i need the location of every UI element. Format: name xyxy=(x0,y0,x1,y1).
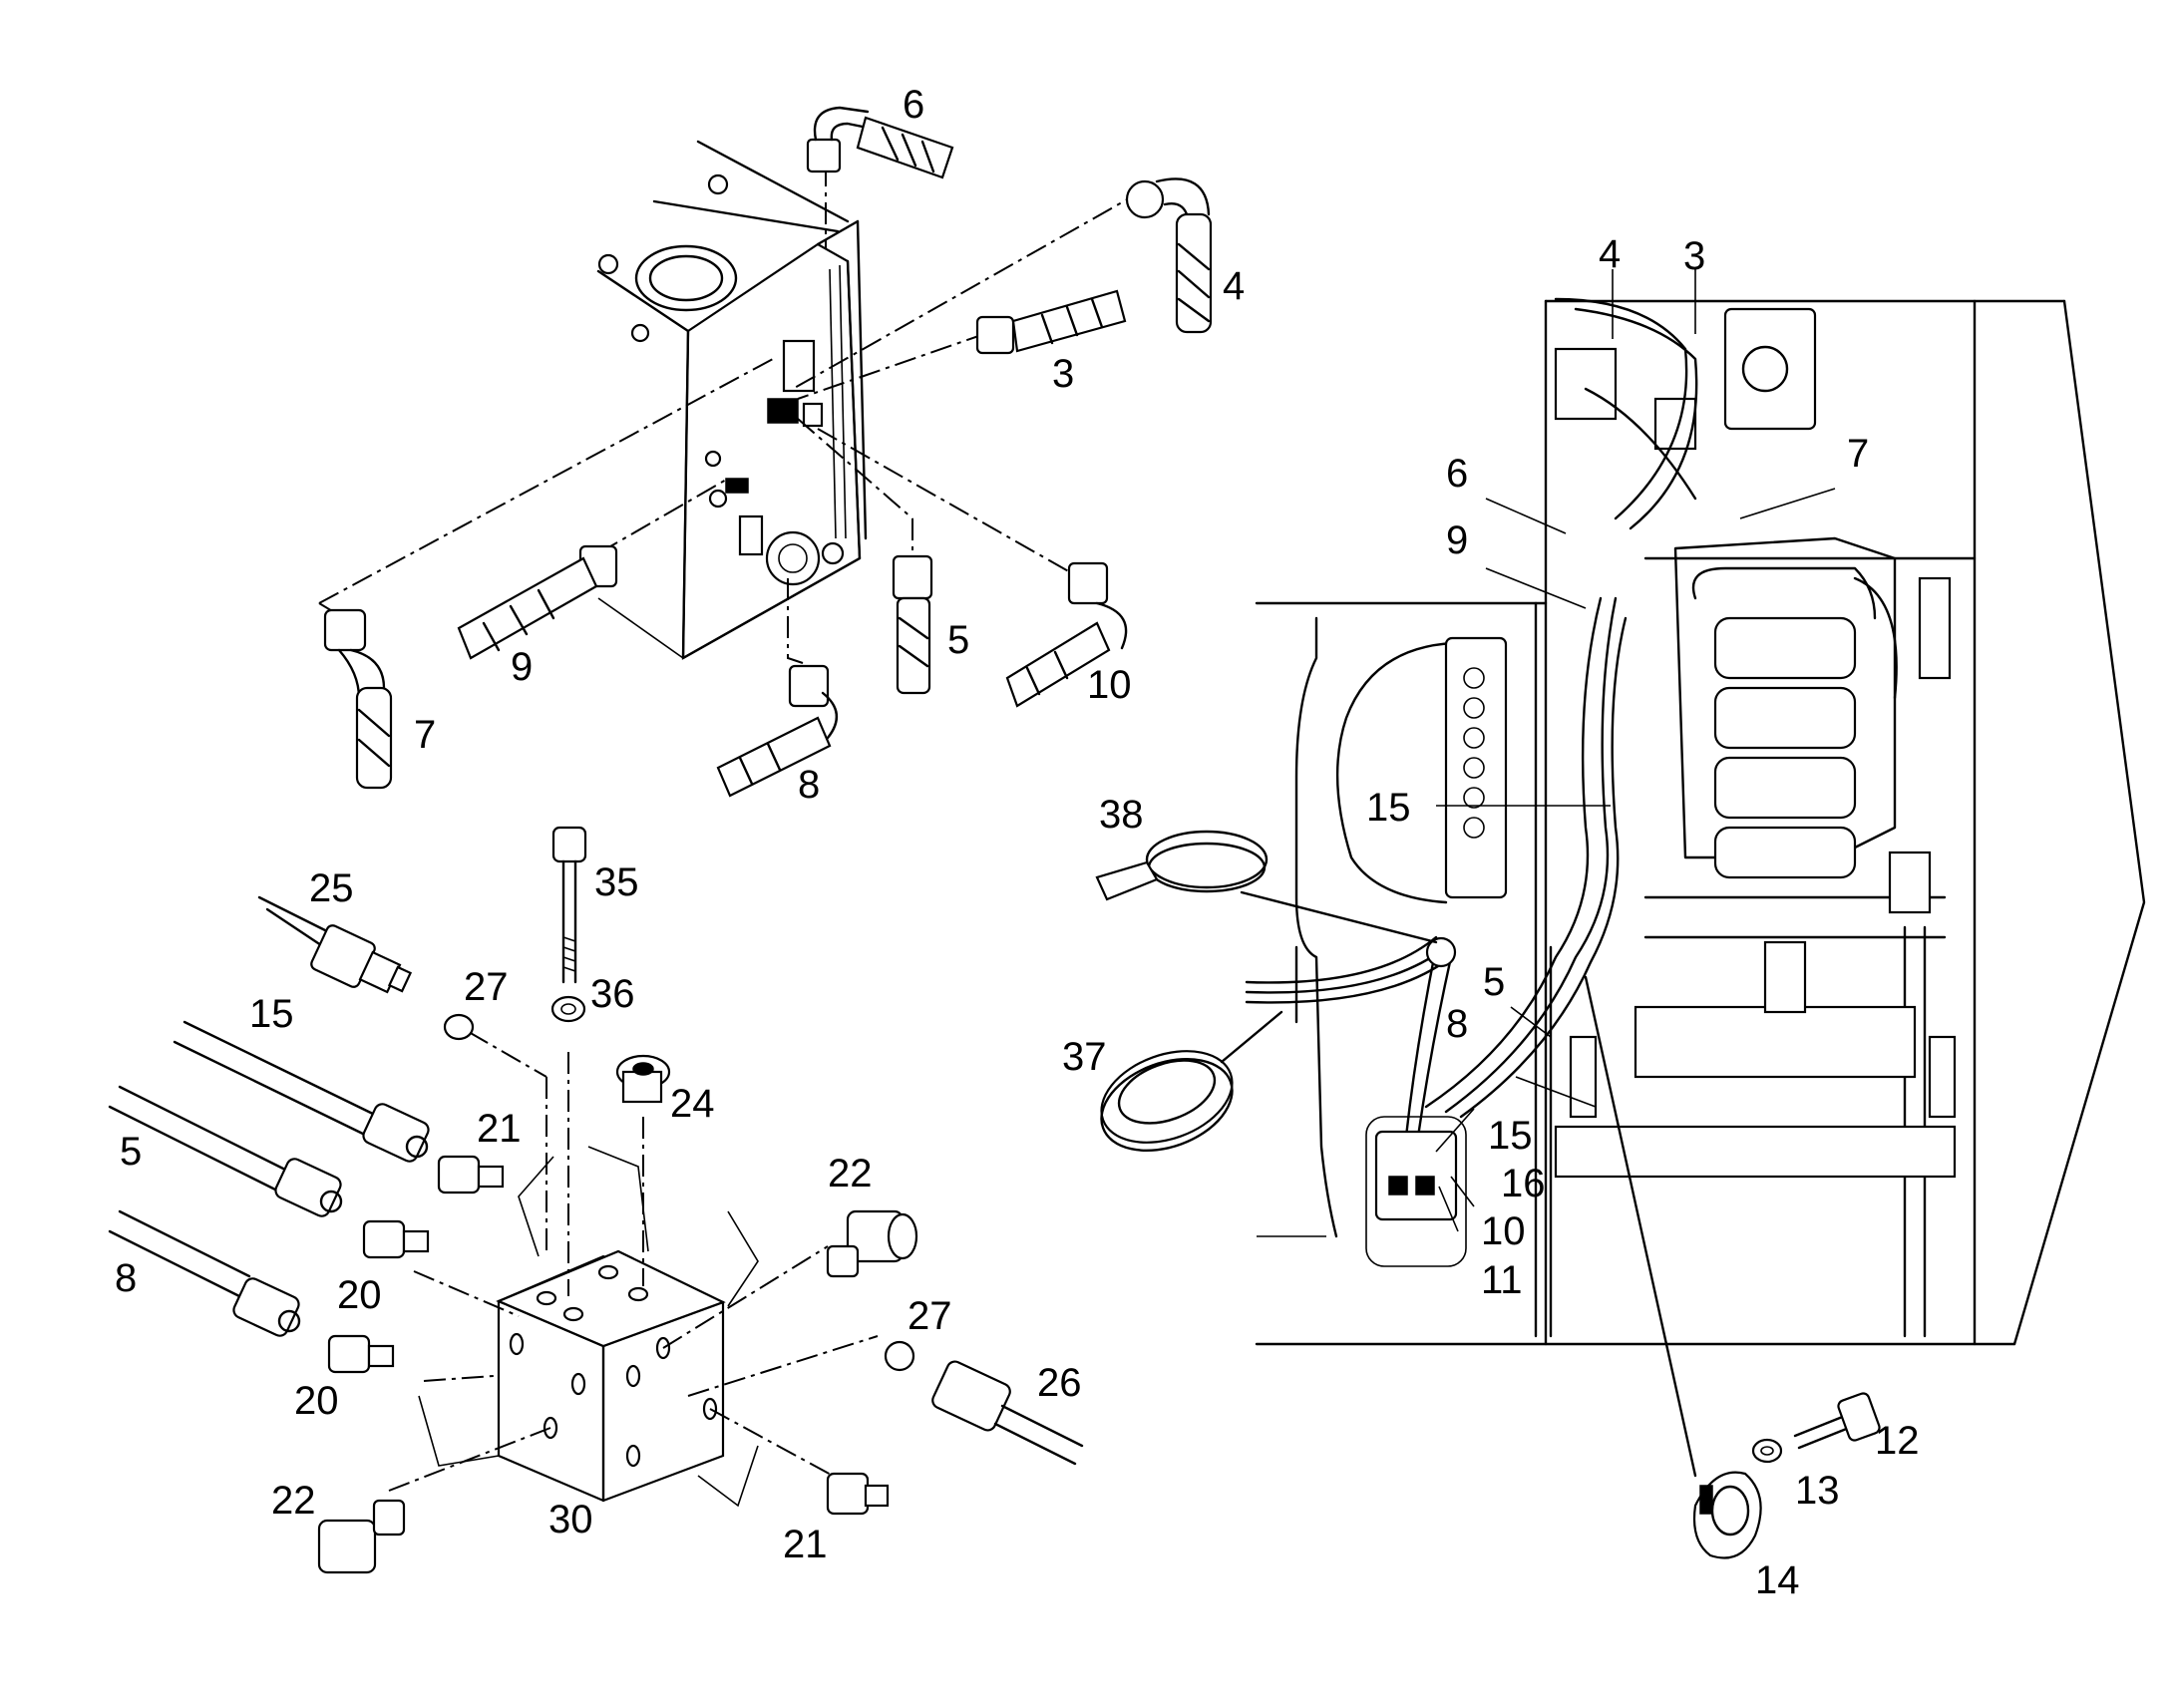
callout-5: 5 xyxy=(947,618,969,662)
callout-10: 10 xyxy=(1087,663,1132,707)
callout-24: 24 xyxy=(670,1082,715,1126)
engine-bay-view xyxy=(1245,297,2146,1346)
callout-14: 14 xyxy=(1755,1558,1800,1602)
callout-27: 27 xyxy=(464,965,509,1009)
callout-15b: 15 xyxy=(1366,786,1411,830)
callout-15c: 15 xyxy=(1488,1114,1533,1158)
callout-8: 8 xyxy=(798,763,820,807)
bolt-12 xyxy=(1793,1392,1881,1450)
callout-20b: 20 xyxy=(294,1379,339,1423)
fitting-20b xyxy=(327,1334,395,1374)
washer-27b xyxy=(884,1340,915,1372)
washer-36 xyxy=(550,995,586,1023)
callout-13: 13 xyxy=(1795,1469,1840,1513)
callout-36: 36 xyxy=(590,972,635,1016)
callout-12: 12 xyxy=(1875,1419,1920,1463)
hose-8-lower xyxy=(108,1209,301,1337)
fitting-22a xyxy=(826,1209,918,1278)
callout-16: 16 xyxy=(1501,1162,1546,1205)
hose-7 xyxy=(323,608,393,790)
washer-13 xyxy=(1751,1438,1783,1464)
clamp-14 xyxy=(1584,975,1762,1559)
callout-15: 15 xyxy=(249,992,294,1036)
hose-9 xyxy=(457,544,618,660)
callout-30: 30 xyxy=(548,1498,593,1541)
hose-5-lower xyxy=(108,1085,343,1217)
callout-10b: 10 xyxy=(1481,1209,1526,1253)
fitting-22b xyxy=(317,1499,406,1574)
hose-10 xyxy=(1005,561,1128,708)
fitting-21b xyxy=(826,1472,890,1516)
callout-5b: 5 xyxy=(120,1130,142,1174)
callout-6b: 6 xyxy=(1446,452,1468,496)
callout-20: 20 xyxy=(337,1273,382,1317)
washer-27a xyxy=(443,1013,475,1041)
plug-24 xyxy=(615,1054,671,1104)
callout-9b: 9 xyxy=(1446,518,1468,562)
hose-15 xyxy=(173,1020,430,1163)
bracket-panel-assembly xyxy=(596,140,868,660)
grommet-37 xyxy=(1100,1010,1283,1153)
callout-pointer-lines xyxy=(1435,269,1836,1232)
callout-5c: 5 xyxy=(1483,960,1505,1004)
callout-38: 38 xyxy=(1099,793,1144,837)
callout-22b: 22 xyxy=(271,1479,316,1523)
callout-4: 4 xyxy=(1223,264,1245,308)
callout-35: 35 xyxy=(594,860,639,904)
callout-27b: 27 xyxy=(908,1294,952,1338)
callout-11: 11 xyxy=(1481,1258,1523,1302)
callout-8b: 8 xyxy=(115,1256,137,1300)
hose-3 xyxy=(975,289,1127,355)
hose-6 xyxy=(806,106,954,179)
assembly-leader-lines xyxy=(318,165,1146,664)
callout-3: 3 xyxy=(1052,352,1074,396)
callout-37: 37 xyxy=(1062,1035,1107,1079)
hose-8 xyxy=(716,664,838,798)
cable-tie-38 xyxy=(1095,830,1438,944)
callout-26: 26 xyxy=(1037,1361,1082,1405)
sensor-25 xyxy=(257,895,413,994)
fitting-20a xyxy=(362,1219,430,1259)
callout-3b: 3 xyxy=(1683,234,1705,278)
callout-22: 22 xyxy=(828,1152,873,1196)
callout-4b: 4 xyxy=(1599,232,1621,276)
callout-25: 25 xyxy=(309,866,354,910)
callout-21: 21 xyxy=(477,1107,522,1151)
bolt-35 xyxy=(551,826,587,984)
hose-4 xyxy=(1125,177,1213,334)
hose-5 xyxy=(892,554,933,695)
callout-labels: 6 4 3 9 5 10 7 8 35 25 27 36 15 24 21 5 … xyxy=(115,83,1920,1602)
callout-7b: 7 xyxy=(1847,432,1869,476)
fitting-21a xyxy=(437,1155,505,1195)
callout-9: 9 xyxy=(511,645,533,689)
callout-6: 6 xyxy=(903,83,924,127)
callout-8c: 8 xyxy=(1446,1002,1468,1046)
manifold-block-30 xyxy=(388,1031,879,1508)
callout-7: 7 xyxy=(414,713,436,757)
sensor-26 xyxy=(931,1360,1084,1466)
callout-21b: 21 xyxy=(783,1523,828,1566)
